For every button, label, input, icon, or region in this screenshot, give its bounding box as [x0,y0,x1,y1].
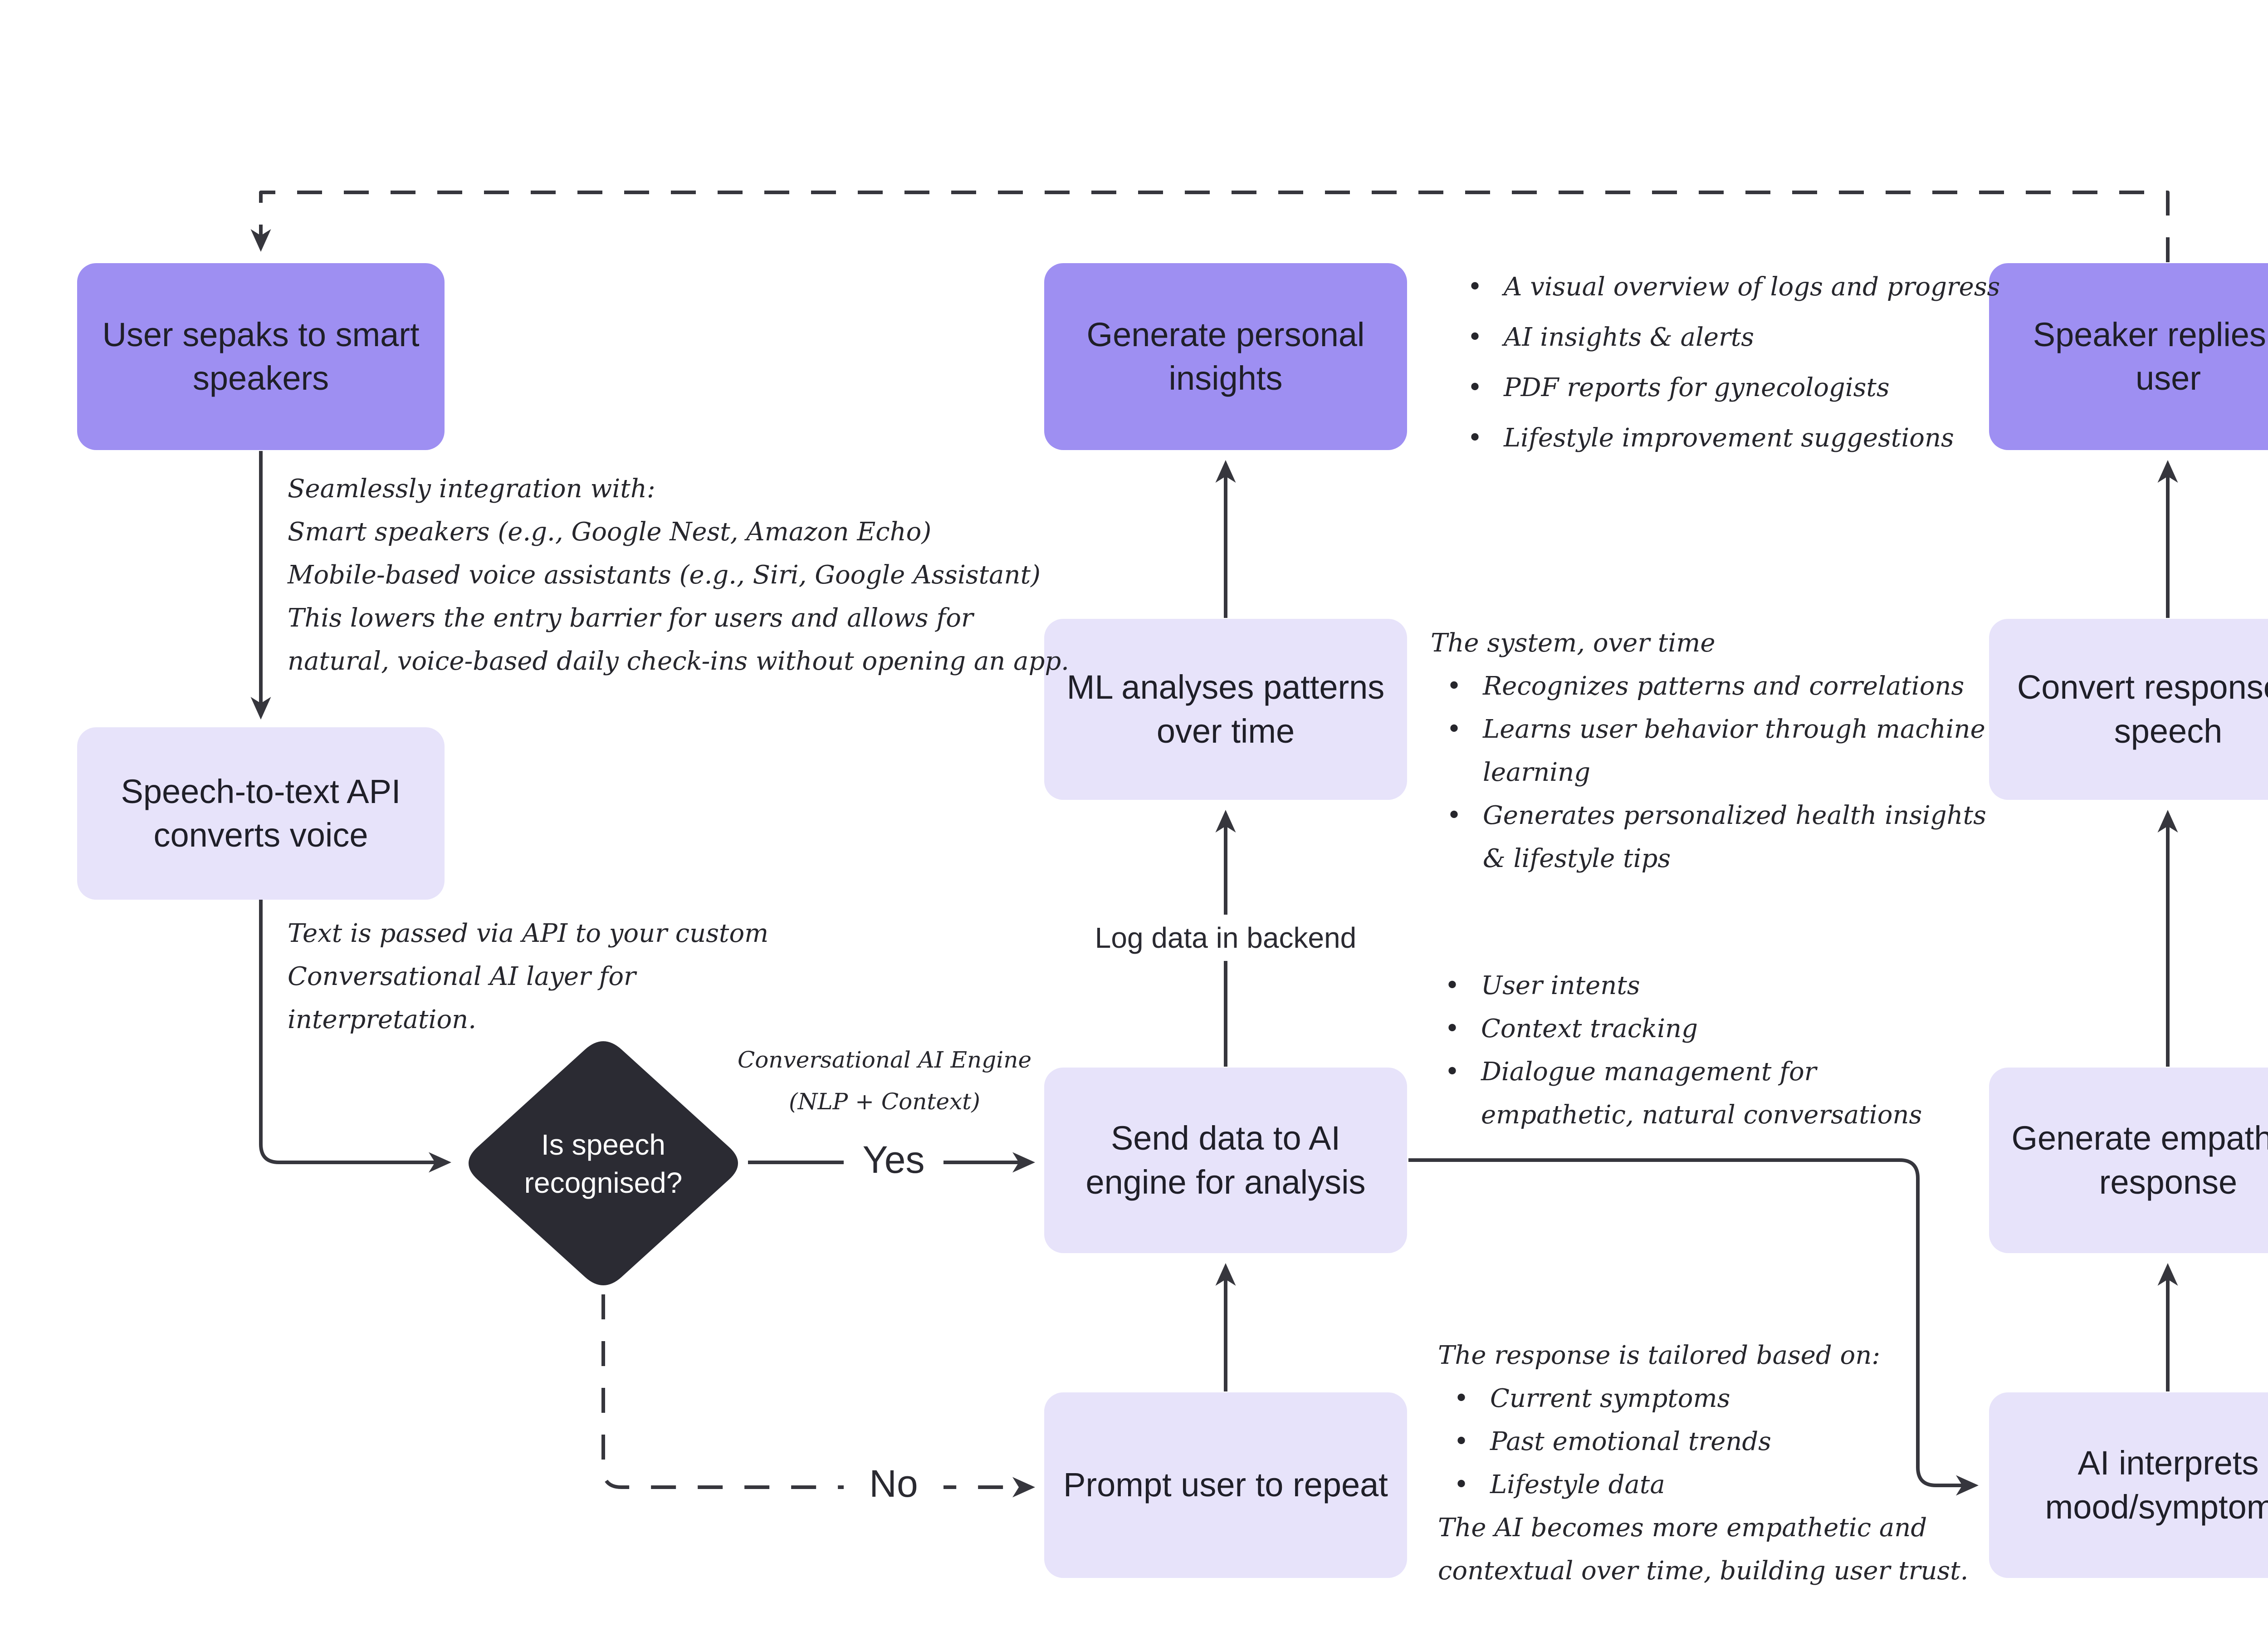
bullet-item: Context tracking [1429,1007,1955,1050]
label-no: No [844,1457,943,1510]
node-generate-insights[interactable]: Generate personal insights [1044,263,1407,450]
node-label: Generate personal insights [1086,315,1365,397]
annotation-intro: The system, over time [1431,628,1716,658]
label-yes: Yes [844,1133,943,1186]
annotation-integration: Seamlessly integration with: Smart speak… [288,467,1177,683]
bullet-item: PDF reports for gynecologists [1452,366,2268,409]
annotation-line: This lowers the entry barrier for users … [288,603,973,633]
annotation-line: The AI becomes more empathetic and [1438,1513,1927,1543]
node-label: ML analyses patterns over time [1066,668,1385,750]
bullet-item: Learns user behavior through machine lea… [1431,708,2007,794]
annotation-response-tailored: The response is tailored based on: Curre… [1438,1334,2055,1592]
node-speech-to-text[interactable]: Speech-to-text API converts voice [77,727,445,900]
bullet-item: Current symptoms [1438,1377,2055,1420]
bullet-item: Generates personalized health insights &… [1431,794,2007,880]
annotation-line: natural, voice-based daily check-ins wit… [288,647,1069,676]
bullet-item: User intents [1429,964,1955,1007]
edge-speech-to-decision [259,900,451,1173]
annotation-insights-bullets: A visual overview of logs and progress A… [1452,265,2268,467]
bullet-item: Dialogue management for empathetic, natu… [1429,1050,1955,1137]
node-ml-analyses[interactable]: ML analyses patterns over time [1044,619,1407,800]
decision-diamond-shape[interactable] [469,1041,738,1285]
node-label: Speech-to-text API converts voice [121,772,401,854]
annotation-api-pass: Text is passed via API to your custom Co… [288,912,968,1041]
node-label: User sepaks to smart speakers [102,315,420,397]
bullet-item: Past emotional trends [1438,1420,2055,1463]
bullet-item: Recognizes patterns and correlations [1431,665,2007,708]
label-line: Conversational AI Engine [737,1047,1032,1073]
bullet-item: Lifestyle improvement suggestions [1452,416,2268,460]
node-label: Send data to AI engine for analysis [1085,1119,1366,1201]
label-conversational-ai-engine: Conversational AI Engine (NLP + Context) [721,1039,1048,1122]
node-label: Prompt user to repeat [1063,1466,1388,1504]
annotation-line: Smart speakers (e.g., Google Nest, Amazo… [288,517,932,547]
annotation-intro: The response is tailored based on: [1438,1341,1881,1370]
node-label: Generate empathetic response [2011,1119,2268,1201]
bullet-item: AI insights & alerts [1452,316,2268,359]
bullet-item: A visual overview of logs and progress [1452,265,2268,309]
annotation-line: Seamlessly integration with: [288,474,655,504]
edge-speaker-loop-to-user [250,191,2170,262]
node-label: AI interprets mood/symptoms [2045,1444,2268,1526]
node-label: Convert response to speech [2017,668,2268,750]
label-line: (NLP + Context) [789,1088,980,1115]
node-send-data[interactable]: Send data to AI engine for analysis [1044,1068,1407,1253]
annotation-line: Text is passed via API to your custom [288,919,769,948]
node-user-speaks[interactable]: User sepaks to smart speakers [77,263,445,450]
edge-decision-no-to-prompt [601,1294,1035,1498]
annotation-line: interpretation. [288,1005,477,1034]
bullet-item: Lifestyle data [1438,1463,2055,1506]
annotation-system-over-time: The system, over time Recognizes pattern… [1431,622,2007,880]
node-convert-response[interactable]: Convert response to speech [1989,619,2268,800]
annotation-engine-capabilities: User intents Context tracking Dialogue m… [1429,964,1955,1137]
annotation-line: contextual over time, building user trus… [1438,1556,1969,1586]
node-prompt-repeat[interactable]: Prompt user to repeat [1044,1392,1407,1578]
label-log-data-backend: Log data in backend [1062,915,1389,961]
annotation-line: Conversational AI layer for [288,962,636,991]
annotation-line: Mobile-based voice assistants (e.g., Sir… [288,560,1041,590]
decision-label: Is speech recognised? [524,1128,683,1199]
node-generate-empathetic[interactable]: Generate empathetic response [1989,1068,2268,1253]
